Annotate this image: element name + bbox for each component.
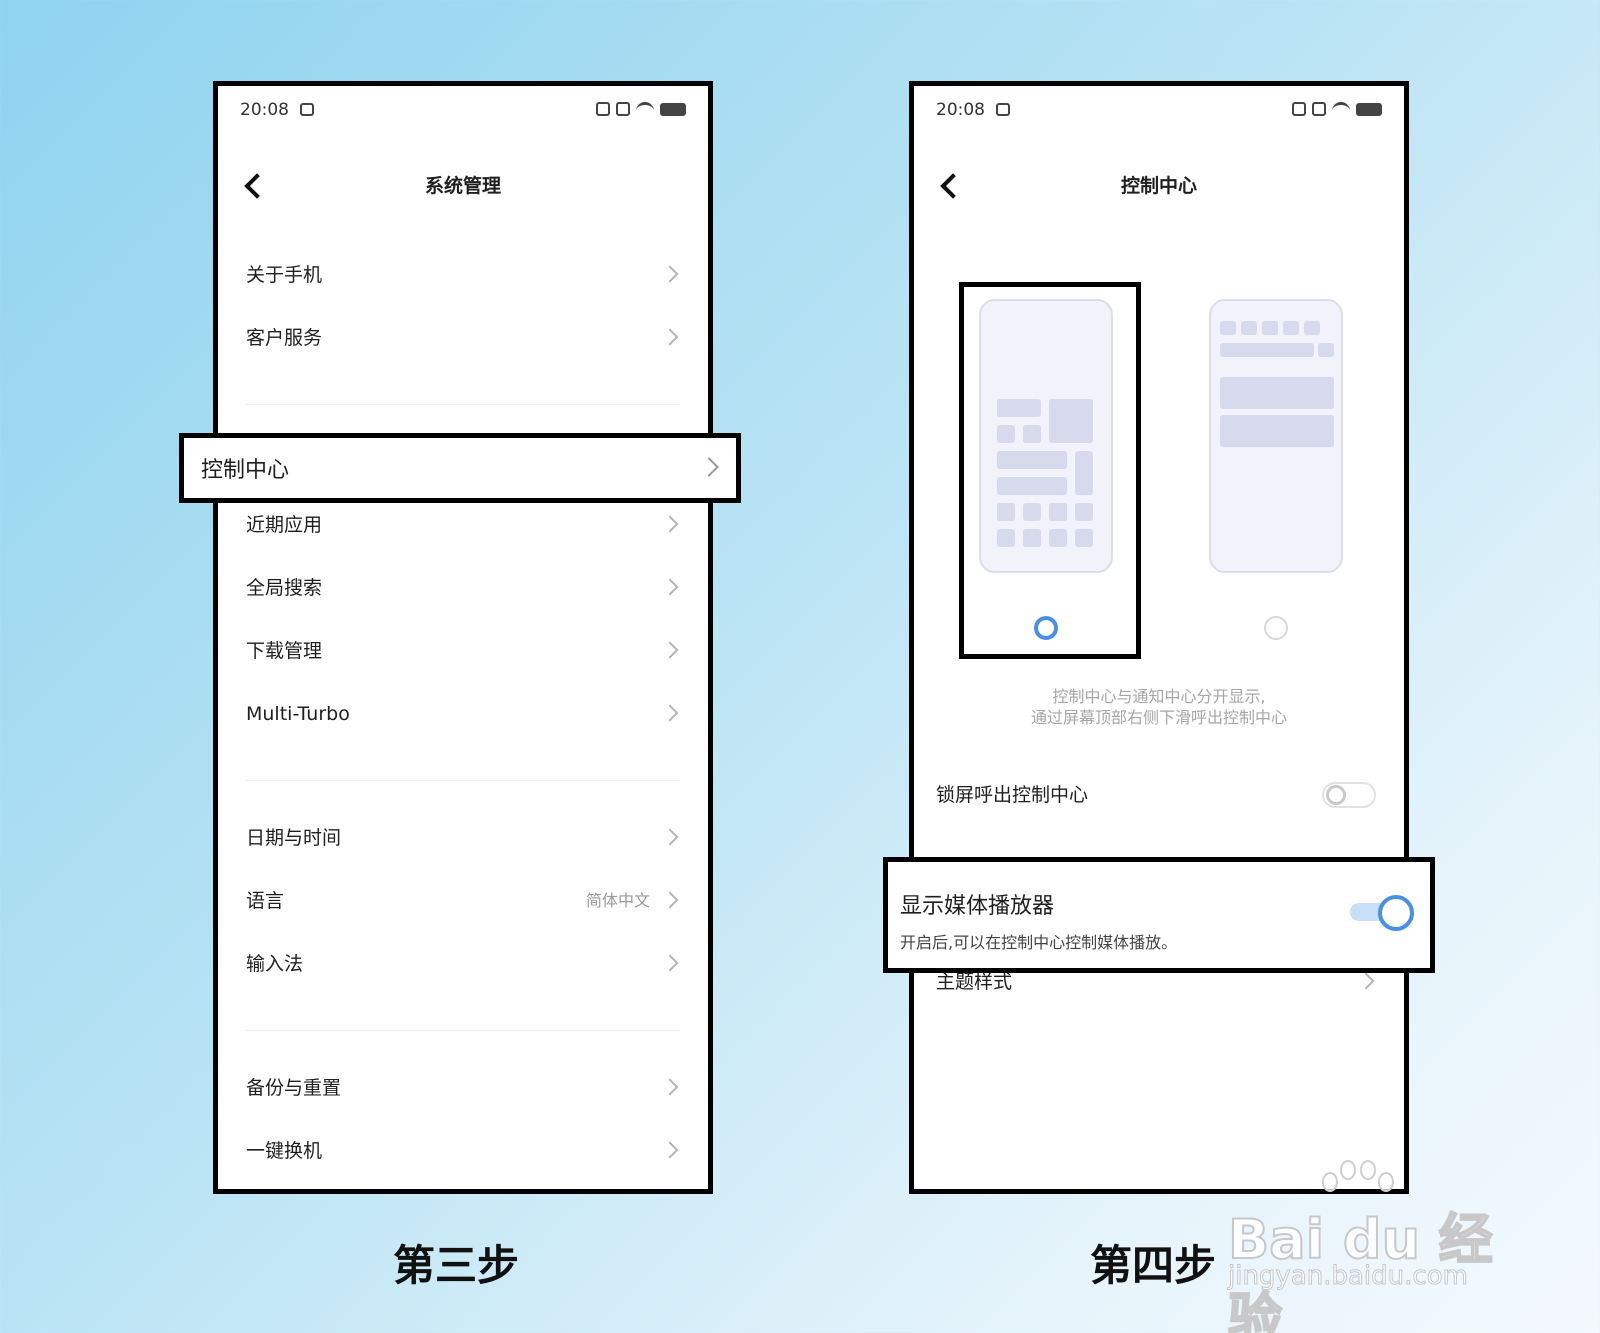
lock-screen-control-center-row: 锁屏呼出控制中心 (936, 775, 1376, 815)
sim-icon (616, 102, 630, 116)
chevron-right-icon (661, 515, 679, 533)
style-description: 控制中心与通知中心分开显示, 通过屏幕顶部右侧下滑呼出控制中心 (1030, 687, 1287, 727)
list-item-customer-service[interactable]: 客户服务 (246, 318, 680, 358)
list-item-label: 语言 (246, 890, 285, 912)
mute-icon (596, 102, 610, 116)
lock-screen-toggle[interactable] (1322, 782, 1376, 808)
step-caption-4: 第四步 (1090, 1241, 1217, 1290)
setting-label: 主题样式 (936, 971, 1013, 993)
list-item-label: 关于手机 (246, 264, 323, 286)
screen-record-icon (300, 103, 314, 116)
list-item-label: Multi-Turbo (246, 703, 350, 725)
list-item-label: 全局搜索 (246, 577, 323, 599)
wifi-icon (1332, 102, 1350, 116)
list-item-label: 备份与重置 (246, 1077, 342, 1099)
chevron-right-icon (661, 1078, 679, 1096)
list-item-download-manager[interactable]: 下载管理 (246, 631, 680, 671)
style-option-separate-preview[interactable] (979, 299, 1113, 573)
theme-style-row[interactable]: 主题样式 (936, 962, 1376, 1002)
nav-header: 控制中心 (914, 171, 1404, 211)
status-bar: 20:08 (936, 100, 1382, 122)
watermark: Bai du 经验 jingyan.baidu.com (1227, 1195, 1528, 1333)
status-time: 20:08 (240, 100, 289, 120)
radio-combined[interactable] (1264, 616, 1288, 640)
list-item-phone-clone[interactable]: 一键换机 (246, 1131, 680, 1171)
phone-screen-step4: 20:08 控制中心 (909, 81, 1409, 1194)
list-item-label: 日期与时间 (246, 827, 342, 849)
settings-list: 关于手机 客户服务 近期应用 全局搜索 下载管理 Multi-Turbo 日期与… (246, 86, 680, 1186)
list-item-label: 近期应用 (246, 514, 323, 536)
chevron-right-icon (699, 457, 719, 477)
list-item-language[interactable]: 语言 简体中文 (246, 881, 680, 921)
phone-screen-step3: 20:08 系统管理 关于手机 客户服务 近期应用 全局搜索 (213, 81, 713, 1194)
media-player-toggle[interactable] (1350, 895, 1414, 931)
style-option-selected-frame (959, 282, 1141, 659)
list-item-recent-apps[interactable]: 近期应用 (246, 505, 680, 545)
divider (246, 780, 680, 781)
divider (246, 1030, 680, 1031)
radio-separate-selected[interactable] (1034, 616, 1058, 640)
setting-sublabel: 开启后,可以在控制中心控制媒体播放。 (900, 933, 1178, 952)
setting-label: 显示媒体播放器 (900, 894, 1055, 919)
watermark-main: Bai du 经验 (1227, 1207, 1494, 1333)
toggle-knob (1378, 895, 1414, 931)
wifi-icon (636, 102, 654, 116)
status-bar: 20:08 (240, 100, 686, 122)
list-item-label: 控制中心 (201, 458, 290, 483)
watermark-url: jingyan.baidu.com (1228, 1261, 1469, 1292)
list-item-date-time[interactable]: 日期与时间 (246, 818, 680, 858)
step-caption-3: 第三步 (393, 1241, 520, 1290)
screen-record-icon (996, 103, 1010, 116)
list-item-global-search[interactable]: 全局搜索 (246, 568, 680, 608)
chevron-right-icon (661, 704, 679, 722)
page-title: 系统管理 (424, 175, 501, 197)
list-item-label: 输入法 (246, 953, 304, 975)
chevron-right-icon (661, 328, 679, 346)
battery-icon (1356, 102, 1382, 116)
nav-header: 系统管理 (218, 171, 708, 211)
divider (246, 404, 680, 405)
chevron-right-icon (661, 891, 679, 909)
page-title: 控制中心 (1120, 175, 1197, 197)
battery-icon (660, 102, 686, 116)
status-time: 20:08 (936, 100, 985, 120)
list-item-control-center-highlighted[interactable]: 控制中心 (179, 433, 741, 503)
chevron-right-icon (1357, 972, 1375, 990)
setting-label: 锁屏呼出控制中心 (936, 784, 1089, 806)
chevron-right-icon (661, 954, 679, 972)
toggle-knob (1326, 785, 1346, 805)
list-item-label: 客户服务 (246, 327, 323, 349)
list-item-backup-reset[interactable]: 备份与重置 (246, 1068, 680, 1108)
list-item-about-phone[interactable]: 关于手机 (246, 255, 680, 295)
list-item-input-method[interactable]: 输入法 (246, 944, 680, 984)
list-item-label: 下载管理 (246, 640, 323, 662)
list-item-multi-turbo[interactable]: Multi-Turbo (246, 694, 680, 734)
chevron-right-icon (661, 641, 679, 659)
chevron-right-icon (661, 1141, 679, 1159)
mute-icon (1292, 102, 1306, 116)
sim-icon (1312, 102, 1326, 116)
chevron-right-icon (661, 828, 679, 846)
style-option-combined-preview[interactable] (1209, 299, 1343, 573)
language-value: 简体中文 (585, 891, 650, 910)
list-item-label: 一键换机 (246, 1140, 323, 1162)
chevron-right-icon (661, 578, 679, 596)
chevron-right-icon (661, 265, 679, 283)
baidu-paw-logo-icon (1318, 1158, 1398, 1218)
media-player-setting-highlighted: 显示媒体播放器 开启后,可以在控制中心控制媒体播放。 (883, 857, 1435, 973)
